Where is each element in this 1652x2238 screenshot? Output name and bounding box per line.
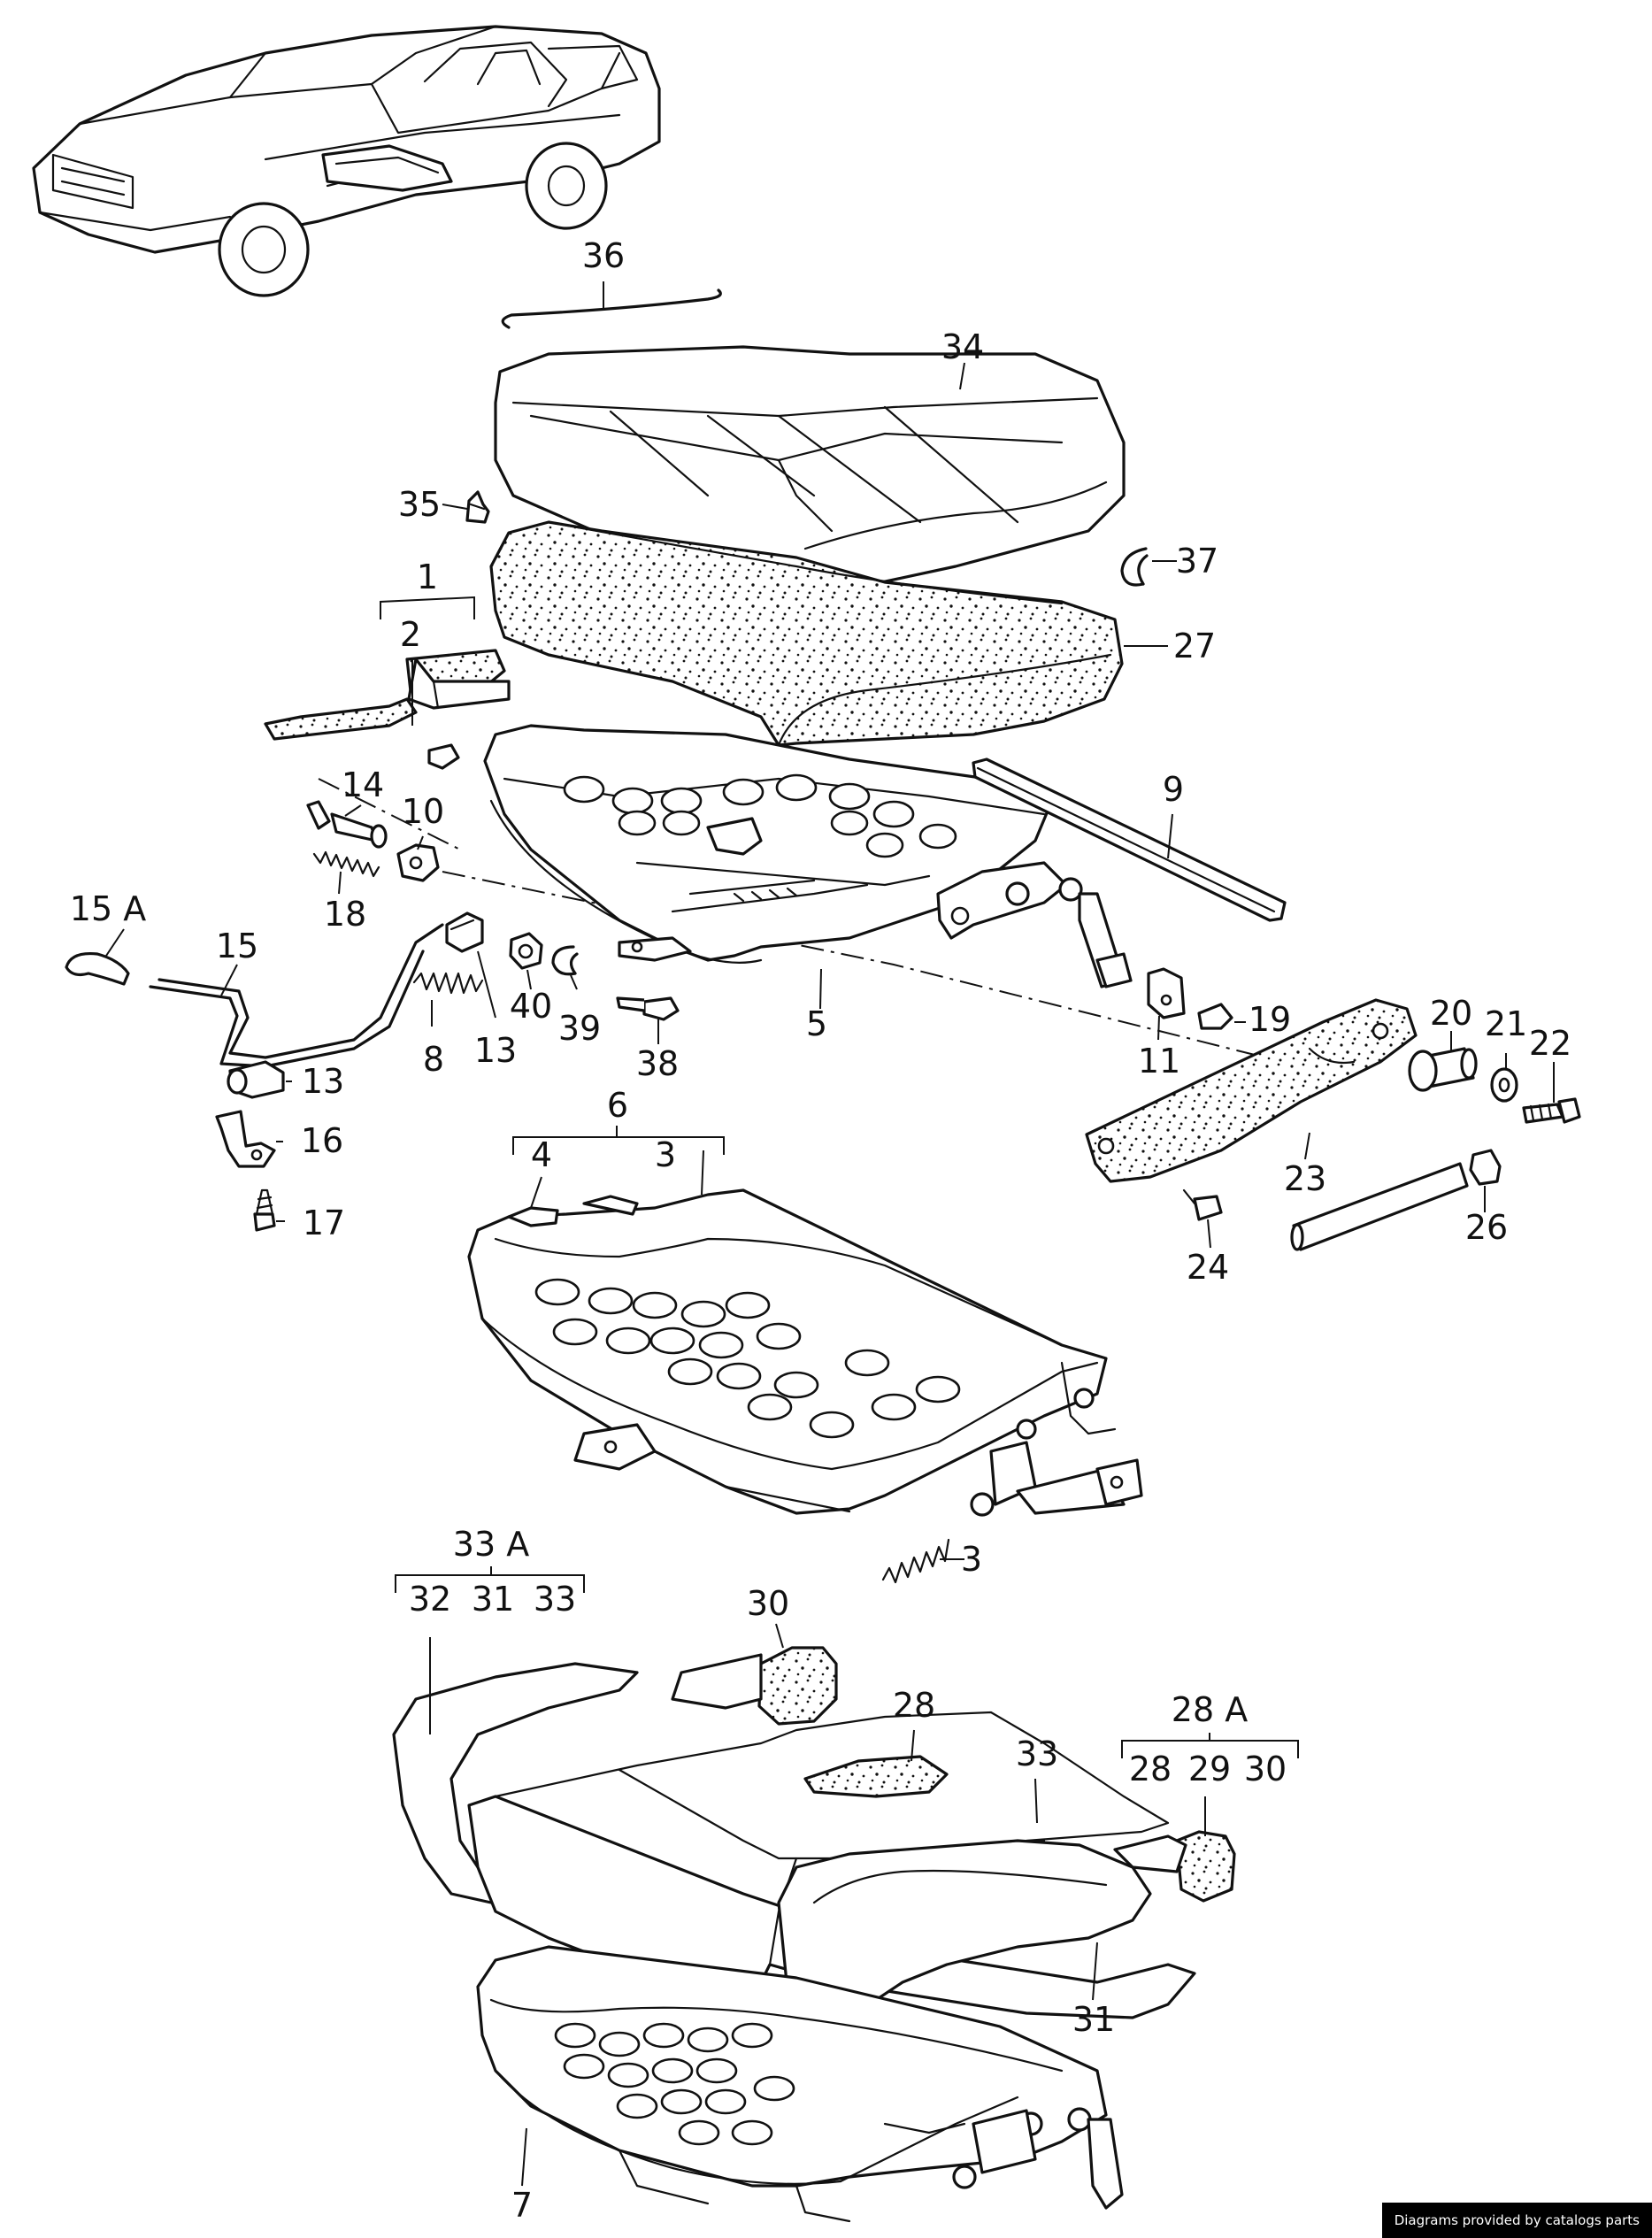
callout-16: 16 [301, 1121, 343, 1160]
part-24-screw [1182, 1188, 1223, 1221]
part-28A-foam-insert-right [1113, 1830, 1236, 1903]
callout-13-lower: 13 [302, 1062, 344, 1101]
part-20-bushing [1408, 1047, 1478, 1092]
callout-3-bottom: 3 [961, 1540, 982, 1579]
callout-22: 22 [1529, 1024, 1571, 1063]
callout-23: 23 [1284, 1159, 1326, 1198]
callout-26: 26 [1465, 1208, 1508, 1247]
part-1-foam-bracket-assembly [264, 649, 511, 741]
part-21-washer [1490, 1067, 1518, 1103]
callout-20: 20 [1430, 994, 1472, 1033]
callout-39: 39 [558, 1009, 601, 1048]
callout-30-upper: 30 [747, 1584, 789, 1623]
callout-11: 11 [1138, 1042, 1180, 1081]
callout-21: 21 [1485, 1004, 1527, 1043]
part-22-bolt [1522, 1097, 1581, 1124]
callout-29: 29 [1188, 1750, 1231, 1788]
callout-27: 27 [1173, 627, 1216, 665]
callout-28-group: 28 [1129, 1750, 1172, 1788]
part-9-slide-rail [972, 758, 1287, 922]
part-13-clip-lower [227, 1060, 285, 1099]
callout-3-top: 3 [655, 1135, 676, 1174]
part-3-spring [881, 1538, 950, 1584]
callout-37: 37 [1176, 542, 1218, 581]
callout-36: 36 [582, 236, 625, 275]
part-27-foam-pad [489, 520, 1124, 747]
callout-13-upper: 13 [474, 1031, 517, 1070]
callout-40: 40 [510, 987, 552, 1026]
part-16-bracket [215, 1110, 276, 1168]
callout-38: 38 [636, 1044, 679, 1083]
part-7-seat-frame [476, 1945, 1124, 2223]
part-32-cover-left-bolster [392, 1662, 639, 1904]
part-13-clip-upper [445, 911, 484, 953]
callout-33-center: 33 [1016, 1734, 1058, 1773]
credit-banner: Diagrams provided by catalogs parts [1381, 2203, 1652, 2238]
callout-33A: 33 A [453, 1525, 529, 1564]
callout-4: 4 [531, 1135, 552, 1174]
part-8-spring [412, 972, 484, 995]
assembly-axis-lines [318, 778, 1337, 1076]
part-26-trim-strip [1290, 1149, 1502, 1251]
callout-31-group: 31 [472, 1580, 514, 1619]
callout-6: 6 [607, 1086, 628, 1125]
callout-2: 2 [400, 615, 421, 654]
callout-10: 10 [402, 792, 444, 831]
part-37-ring [1120, 547, 1149, 587]
part-15-release-rod [149, 923, 444, 1068]
callout-7: 7 [511, 2186, 533, 2225]
callout-15: 15 [216, 927, 258, 965]
part-5-seat-frame [483, 724, 1133, 988]
part-23-side-cover [1085, 998, 1418, 1183]
part-39-clip [551, 945, 579, 976]
callout-18: 18 [324, 895, 366, 934]
part-18-spring [312, 850, 380, 878]
callout-5: 5 [806, 1004, 827, 1043]
callout-34: 34 [941, 327, 984, 366]
part-15A-handle [65, 951, 130, 986]
part-40-nut [509, 932, 543, 970]
part-11-bracket [1147, 967, 1186, 1019]
callout-32: 32 [409, 1580, 451, 1619]
part-38-bolt [616, 996, 680, 1021]
car-locator-illustration [32, 25, 661, 297]
callout-15A: 15 A [70, 889, 146, 928]
callout-8: 8 [423, 1040, 444, 1079]
part-34-seat-cover [494, 345, 1126, 599]
part-14-stud [306, 800, 388, 849]
part-10-lever [396, 843, 440, 882]
callout-35: 35 [398, 485, 441, 524]
part-19-cap [1197, 1003, 1233, 1030]
callout-30-group: 30 [1244, 1750, 1287, 1788]
callout-labels: 36 34 35 37 1 2 27 14 10 9 18 15 A 15 40… [70, 236, 1571, 2225]
callout-31-right: 31 [1072, 2000, 1115, 2039]
callout-9: 9 [1163, 770, 1184, 809]
callout-17: 17 [303, 1204, 345, 1242]
callout-14: 14 [342, 765, 384, 804]
callout-24: 24 [1187, 1248, 1229, 1287]
part-28-foam-insert-center [803, 1755, 949, 1798]
part-2-clip [427, 743, 460, 770]
callout-28A: 28 A [1172, 1690, 1248, 1729]
part-17-screw [253, 1188, 276, 1232]
callout-33-group: 33 [534, 1580, 576, 1619]
part-6-seat-cushion-assembly [467, 1188, 1143, 1517]
callout-19: 19 [1249, 1000, 1291, 1039]
callout-1: 1 [417, 558, 438, 596]
callout-28-center: 28 [893, 1686, 935, 1725]
part-35-clip [465, 490, 490, 524]
part-36-wire [501, 288, 722, 329]
part-30-foam-insert-upper [671, 1646, 838, 1726]
leader-lines [105, 281, 1555, 2187]
